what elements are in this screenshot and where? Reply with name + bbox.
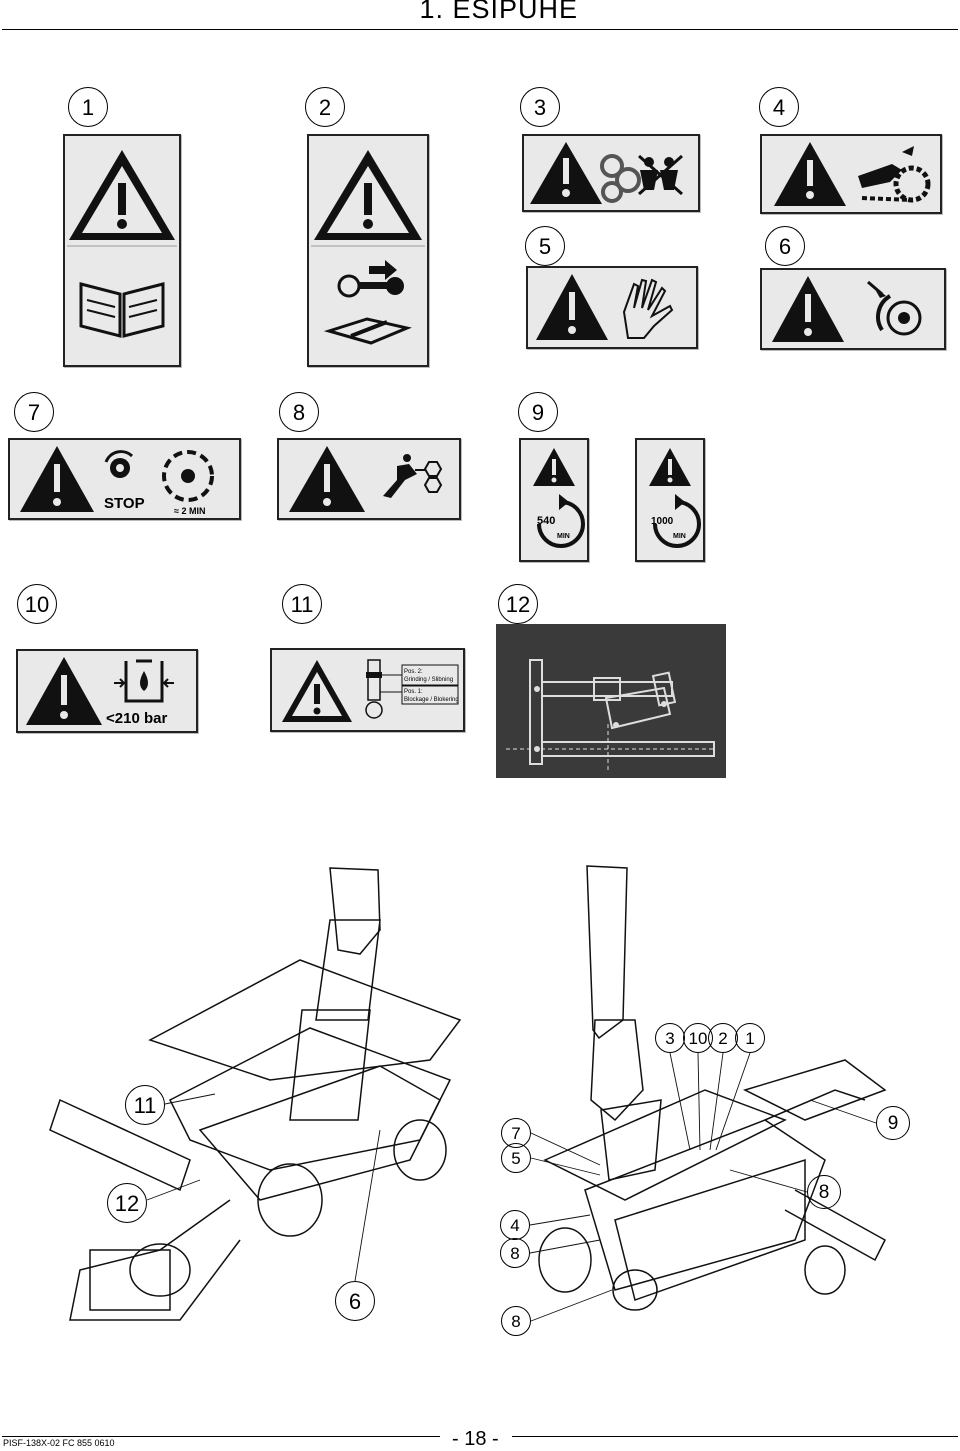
rotating-rotor-icon [162, 450, 214, 502]
warning-triangle-icon [774, 142, 846, 206]
warning-triangle-icon [69, 150, 175, 240]
person-falling-into-rotor-icon [383, 454, 443, 498]
label-number-4: 4 [759, 87, 799, 127]
hydraulic-pressure-icon [114, 659, 174, 703]
warning-triangle-icon [282, 660, 352, 722]
label-number-9: 9 [518, 392, 558, 432]
warning-triangle-icon [536, 274, 608, 340]
rotation-arrow-icon [653, 494, 701, 548]
stop-text: STOP [104, 495, 145, 512]
label-number-3: 3 [520, 87, 560, 127]
persons-crossed-icon [638, 154, 683, 196]
warning-triangle-icon [20, 446, 94, 512]
label-number-7: 7 [14, 392, 54, 432]
decal-12 [496, 624, 726, 778]
decal-6 [760, 268, 946, 350]
label-number-5: 5 [525, 226, 565, 266]
pos2-label: Pos. 2: [404, 669, 423, 675]
decal-7: STOP ≈ 2 MIN [8, 438, 241, 520]
warning-triangle-icon [289, 446, 365, 512]
callout-8-right: 8 [807, 1175, 841, 1209]
hand-icon [622, 278, 674, 339]
warning-triangle-icon [314, 150, 422, 240]
warning-triangle-icon [26, 657, 102, 725]
document-code: PISF-138X-02 FC 855 0610 [3, 1438, 115, 1448]
decal-10: <210 bar [16, 649, 198, 733]
valve-position-icon [365, 659, 402, 719]
decal-5 [526, 266, 698, 349]
decal-2 [307, 134, 429, 367]
pos2-text: Grinding / Slibning [404, 677, 453, 683]
page-title: 1. ESIPUHE [419, 0, 578, 24]
decal-11: Pos. 2: Grinding / Slibning Pos. 1: Bloc… [270, 648, 465, 732]
pos1-text: Blockage / Blokering [404, 697, 459, 703]
header-rule [2, 29, 958, 30]
callout-1: 1 [735, 1023, 765, 1053]
warning-triangle-icon [772, 276, 844, 342]
speed-540-text: 540 [537, 515, 555, 527]
machine-illustration-right [538, 865, 887, 1311]
callout-8-left: 8 [500, 1238, 530, 1268]
rotating-gears-icon [600, 154, 641, 203]
rotating-rotor-icon [867, 280, 922, 336]
decal-4 [760, 134, 942, 214]
label-number-1: 1 [68, 87, 108, 127]
label-number-12: 12 [498, 584, 538, 624]
decal-9-1000: 1000 MIN [635, 438, 705, 562]
warning-triangle-icon [530, 142, 602, 204]
decal-1 [63, 134, 181, 367]
footer-rule-left [2, 1436, 440, 1437]
stopped-gear-icon [104, 450, 134, 478]
label-number-6: 6 [765, 226, 805, 266]
pressure-text: <210 bar [106, 710, 167, 727]
label-number-11: 11 [282, 584, 322, 624]
label-number-2: 2 [305, 87, 345, 127]
decal-9-540: 540 MIN [519, 438, 589, 562]
footer-rule-right [512, 1436, 958, 1437]
hand-chain-entanglement-icon [858, 146, 931, 203]
label-number-8: 8 [279, 392, 319, 432]
key-remove-icon [337, 260, 404, 298]
manual-book-icon [79, 282, 165, 338]
label-number-10: 10 [17, 584, 57, 624]
stop-time-text: ≈ 2 MIN [174, 506, 205, 516]
callout-12: 12 [107, 1183, 147, 1223]
decal-3 [522, 134, 700, 212]
callout-6: 6 [335, 1281, 375, 1321]
decal-8 [277, 438, 461, 520]
rotation-arrow-icon [537, 494, 585, 548]
callout-5: 5 [501, 1143, 531, 1173]
speed-1000-unit: MIN [673, 533, 686, 540]
service-manual-icon [323, 317, 412, 345]
callout-8-bottom: 8 [501, 1306, 531, 1336]
machine-illustration-left [49, 867, 462, 1321]
warning-triangle-icon [533, 448, 575, 486]
callout-9: 9 [876, 1106, 910, 1140]
pos1-label: Pos. 1: [404, 689, 423, 695]
speed-1000-text: 1000 [651, 516, 674, 527]
page-number: - 18 - [452, 1428, 499, 1450]
warning-triangle-icon [649, 448, 691, 486]
speed-540-unit: MIN [557, 533, 570, 540]
callout-11: 11 [125, 1085, 165, 1125]
